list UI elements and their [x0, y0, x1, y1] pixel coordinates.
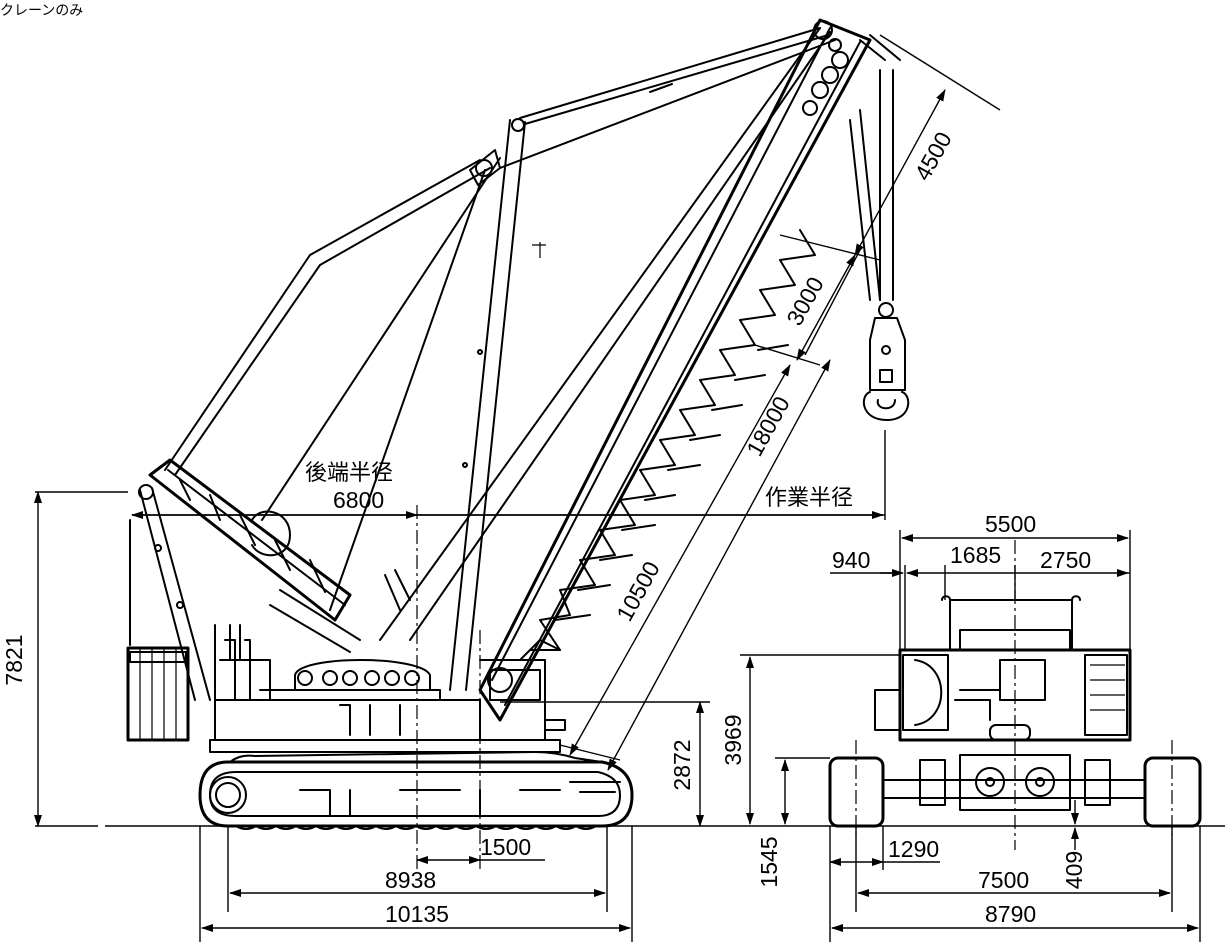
rear-view: 5500 940 1685 2750 3969 1545 1290 40	[720, 511, 1202, 942]
dim-2872-label: 2872	[669, 739, 695, 790]
dim-2750-label: 2750	[1040, 547, 1091, 573]
dim-7500-label: 7500	[978, 867, 1029, 893]
dim-18000-label: 18000	[741, 392, 795, 461]
hook-block	[849, 34, 910, 421]
dim-8938-label: 8938	[385, 867, 436, 893]
dim-1685-label: 1685	[950, 542, 1001, 568]
carbody	[209, 624, 566, 753]
dim-3969-label: 3969	[720, 714, 746, 765]
dim-940-label: 940	[832, 547, 870, 573]
dim-1500-label: 1500	[480, 834, 531, 860]
dim-409-label: 409	[1061, 851, 1087, 889]
pendant-lines	[379, 27, 836, 641]
work-radius-label: 作業半径	[765, 486, 853, 511]
dim-7821-label: 7821	[1, 634, 27, 685]
dim-1545-label: 1545	[756, 836, 782, 887]
counterweight	[126, 646, 190, 742]
luffing-frame	[148, 157, 501, 653]
dim-8790-label: 8790	[985, 901, 1036, 927]
dim-5500-label: 5500	[985, 511, 1036, 537]
rear-dims: 5500 940 1685 2750 3969 1545 1290 40	[720, 511, 1201, 942]
crawler	[198, 751, 634, 830]
caption-text: クレーンのみ	[0, 3, 83, 19]
tail-radius-label: 後端半径	[305, 461, 393, 486]
dim-10135-label: 10135	[385, 901, 449, 927]
gantry	[129, 484, 211, 701]
dim-1290-label: 1290	[888, 836, 939, 862]
dim-height-7821: 7821	[1, 491, 128, 827]
rear-upper	[874, 595, 1132, 742]
dim-4500-label: 4500	[909, 127, 957, 184]
dim-3000-label: 3000	[781, 272, 829, 329]
boom	[478, 18, 872, 722]
dim-bottom: 1500 8938 10135	[199, 826, 633, 942]
mast	[449, 118, 546, 691]
side-view: 7821 後端半径 6800 作業半径 2872	[1, 18, 1001, 942]
tail-radius-value: 6800	[333, 487, 384, 513]
dim-10500-label: 10500	[611, 557, 665, 626]
rear-tracks	[828, 740, 1202, 840]
